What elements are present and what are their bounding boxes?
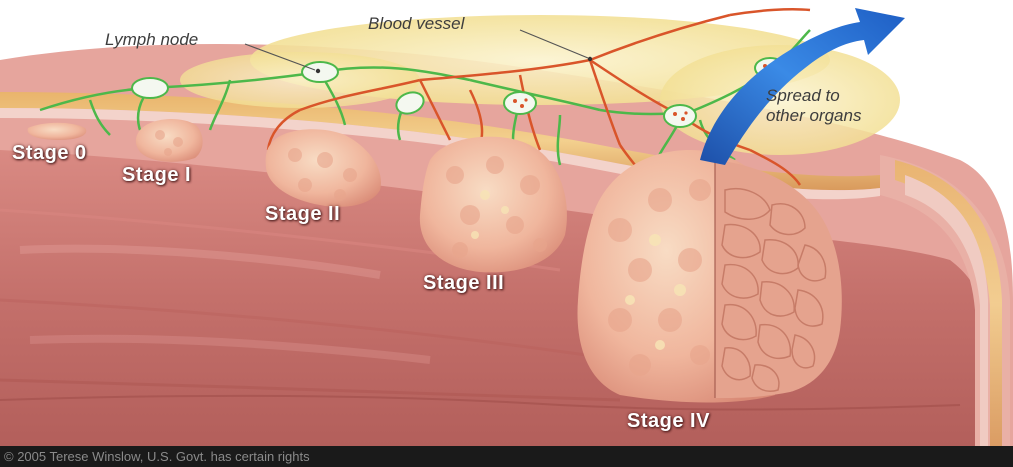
blood-vessel-label: Blood vessel xyxy=(368,14,464,34)
lymph-node-1 xyxy=(132,78,168,98)
lymph-node-4 xyxy=(504,92,536,114)
lymph-node-5 xyxy=(664,105,696,127)
lymph-node-2 xyxy=(302,62,338,82)
spread-label-line2: other organs xyxy=(766,106,861,126)
lymph-node-label: Lymph node xyxy=(105,30,198,50)
stage-3-label: Stage III xyxy=(423,272,504,295)
spread-label-line1: Spread to xyxy=(766,86,861,106)
stage-0-label: Stage 0 xyxy=(12,142,87,165)
copyright-text: © 2005 Terese Winslow, U.S. Govt. has ce… xyxy=(4,449,310,464)
stage-4-label: Stage IV xyxy=(627,410,710,433)
stage-1-label: Stage I xyxy=(122,164,191,187)
spread-label: Spread to other organs xyxy=(766,86,861,126)
stage-2-label: Stage II xyxy=(265,203,340,226)
